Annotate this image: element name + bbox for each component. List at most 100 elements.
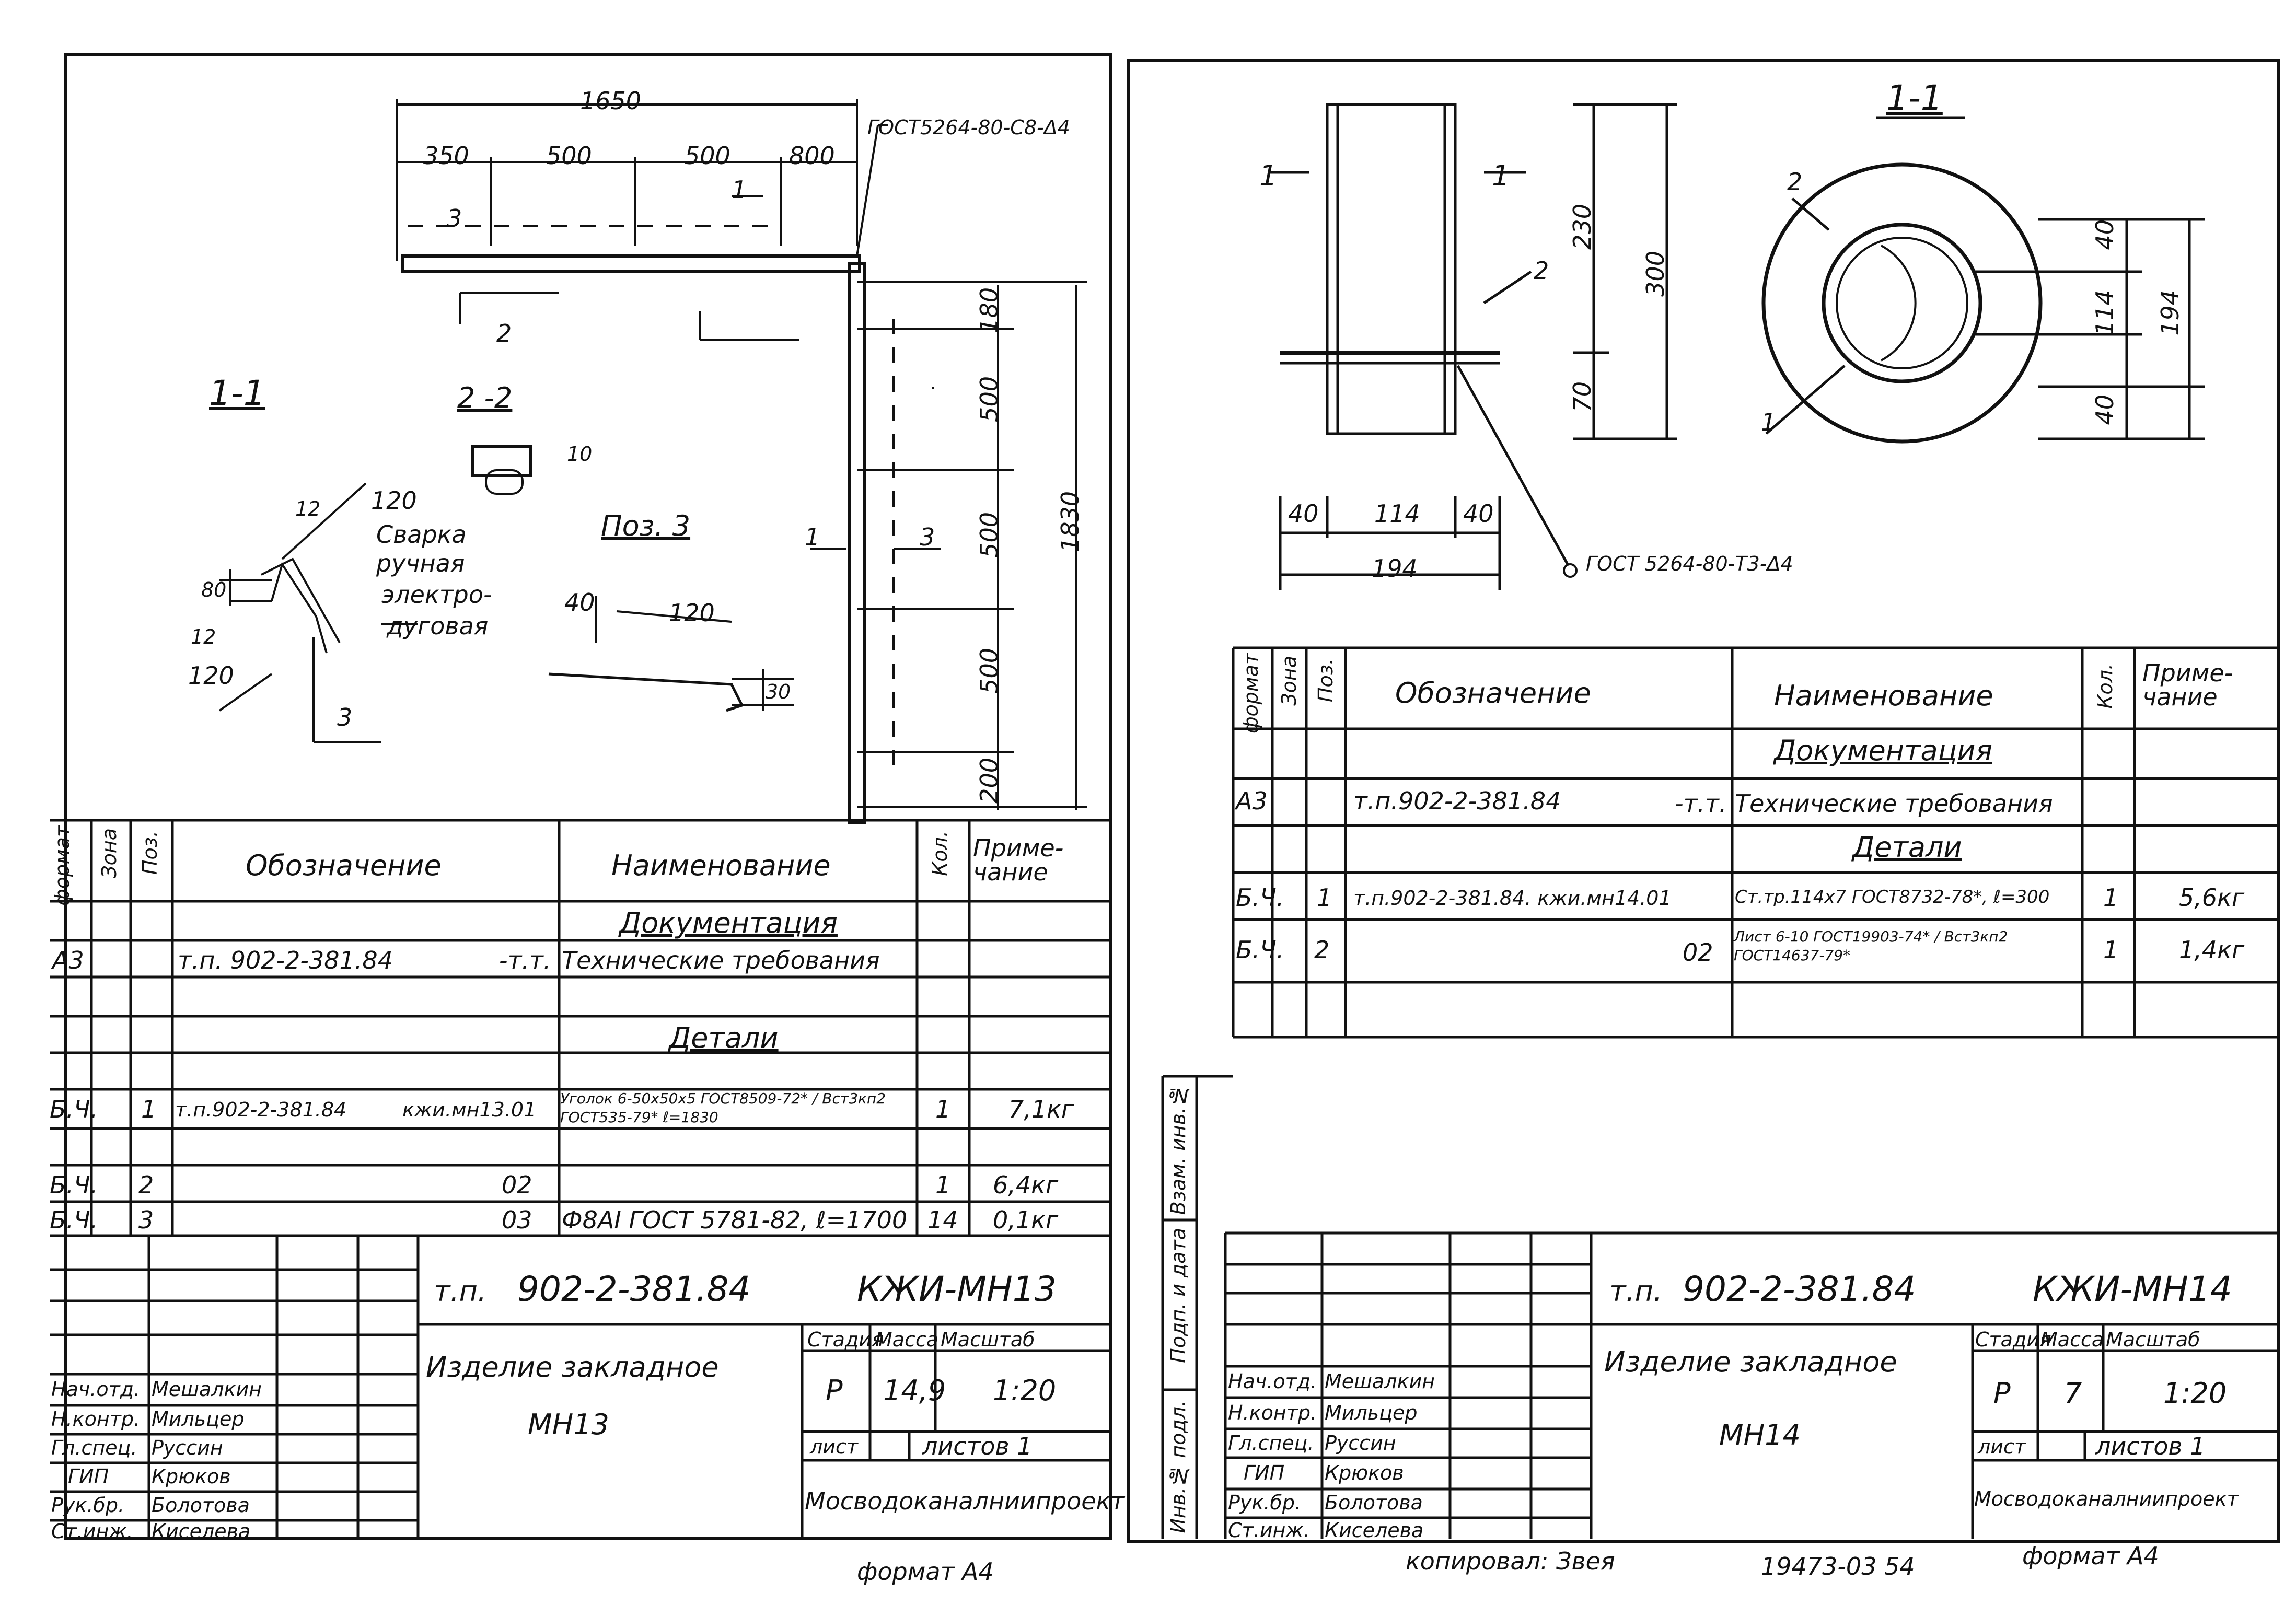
section-parts-title: Детали — [1852, 831, 1962, 864]
pos-label: 1 — [1761, 408, 1777, 436]
weld-note: ручная — [376, 549, 465, 577]
role: Гл.спец. — [1228, 1432, 1314, 1455]
dim-text: 40 — [2091, 219, 2119, 250]
row-pos: 1 — [141, 1095, 157, 1123]
section-1-1-label: 1-1 — [1886, 78, 1943, 118]
person: Руссин — [1325, 1432, 1396, 1455]
archive-number: 19473-03 54 — [1761, 1552, 1915, 1580]
dim-text: 200 — [975, 758, 1003, 804]
dim-text: 40 — [1463, 499, 1494, 528]
row-suffix: 02 — [1683, 938, 1713, 967]
stamp-sign-date: Подп. и дата — [1167, 1228, 1190, 1363]
row-suffix: 03 — [502, 1206, 532, 1234]
col-qty-header: Кол. — [929, 831, 952, 876]
tb-scale-h: Масштаб — [2106, 1328, 2200, 1351]
section-doc-title: Документация — [1774, 734, 1992, 767]
tb-mass-h: Масса — [875, 1328, 939, 1351]
dim-text: 120 — [188, 661, 234, 690]
row-designation: т.п. 902-2-381.84 — [178, 946, 393, 974]
tb-scale: 1:20 — [2163, 1377, 2227, 1410]
tb-mass-h: Масса — [2040, 1328, 2104, 1351]
row-name: Технические требования — [1735, 789, 2053, 818]
row-format: А3 — [1236, 787, 1268, 815]
row-suffix: -т.т. — [1675, 789, 1727, 818]
dim-text: 194 — [1372, 554, 1418, 583]
row-designation: т.п.902-2-381.84 — [175, 1098, 347, 1121]
person: Мильцер — [152, 1408, 245, 1430]
col-qty-header: Кол. — [2094, 664, 2117, 709]
tb-org: Мосводоканалниипроект — [1974, 1487, 2239, 1510]
role: Ст.инж. — [51, 1520, 133, 1543]
row-format: Б.Ч. — [50, 1095, 98, 1123]
row-format: Б.Ч. — [1236, 883, 1284, 912]
row-qty: 14 — [927, 1206, 958, 1234]
col-note-header: Приме-чание — [973, 834, 1064, 886]
row-suffix: -т.т. — [499, 946, 551, 974]
dim-text: 500 — [975, 648, 1003, 694]
pos-label: 3 — [920, 523, 935, 551]
col-format-header: формат — [51, 825, 74, 906]
row-qty: 1 — [2103, 883, 2119, 912]
dim-text: 350 — [423, 142, 469, 170]
dim-text: 10 — [567, 443, 593, 466]
row-pos: 2 — [1314, 936, 1330, 964]
dim-text: 12 — [295, 497, 321, 520]
row-note: 6,4кг — [993, 1171, 1059, 1199]
row-pos: 1 — [1317, 883, 1332, 912]
dim-text: 114 — [1374, 499, 1420, 528]
person: Мильцер — [1325, 1401, 1418, 1424]
section-doc-title: Документация — [619, 906, 838, 939]
person: Киселева — [1325, 1519, 1424, 1542]
row-format: Б.Ч. — [50, 1206, 98, 1234]
col-name-header: Наименование — [1774, 679, 1993, 712]
row-qty: 1 — [935, 1095, 951, 1123]
pos-label: 1 — [732, 176, 747, 204]
dim-text: 40 — [1288, 499, 1319, 528]
tb-sheet: лист — [810, 1435, 859, 1458]
dim-text: 500 — [546, 142, 592, 170]
section-parts-title: Детали — [669, 1021, 779, 1054]
row-format: Б.Ч. — [1236, 936, 1284, 964]
weld-note: Сварка — [376, 520, 467, 549]
row-name: Уголок 6-50х50х5 ГОСТ8509-72* / Вст3кп2 … — [560, 1090, 886, 1126]
pos-label: 1 — [805, 523, 820, 551]
tb-mark: КЖИ-МН13 — [857, 1269, 1057, 1309]
row-name: Ст.тр.114х7 ГОСТ8732-78*, ℓ=300 — [1735, 887, 2050, 908]
role: Гл.спец. — [51, 1436, 137, 1459]
tb-mass: 14,9 — [883, 1374, 946, 1407]
pos-label: 3 — [447, 204, 462, 232]
tb-sub: МН14 — [1719, 1418, 1801, 1451]
tb-stage-h: Стадия — [807, 1328, 884, 1351]
row-note: 0,1кг — [993, 1206, 1059, 1234]
role: ГИП — [1244, 1461, 1285, 1484]
dim-text: 70 — [1568, 381, 1596, 412]
row-format: Б.Ч. — [50, 1171, 98, 1199]
tb-code: т.п. — [1609, 1275, 1663, 1308]
dim-text: 230 — [1568, 204, 1596, 250]
dim-text: 40 — [2091, 394, 2119, 425]
row-qty: 1 — [2103, 936, 2119, 964]
weld-gost-label: ГОСТ5264-80-С8-Δ4 — [867, 116, 1070, 139]
pos-label: 2 — [1787, 168, 1803, 196]
role: Н.контр. — [1228, 1401, 1317, 1424]
pos3-label: Поз. 3 — [601, 509, 691, 542]
copied-label: копировал: Звея — [1406, 1547, 1615, 1575]
col-note-header: Приме-чание — [2142, 659, 2233, 711]
tb-sub: МН13 — [528, 1408, 609, 1441]
col-pos-header: Поз. — [1314, 658, 1337, 703]
row-suffix: кжи.мн13.01 — [402, 1098, 537, 1121]
tb-number: 902-2-381.84 — [1683, 1269, 1916, 1309]
row-suffix: 02 — [502, 1171, 532, 1199]
section-arrow-label: 1 — [1259, 159, 1278, 192]
row-pos: 3 — [138, 1206, 154, 1234]
tb-code: т.п. — [434, 1275, 487, 1308]
person: Крюков — [152, 1465, 231, 1488]
stamp-inv: Инв.№ подл. — [1167, 1400, 1190, 1533]
section-1-1-label: 1-1 — [209, 373, 265, 413]
role: Нач.отд. — [1228, 1370, 1317, 1393]
pos-label: 2 — [496, 319, 512, 347]
tb-sheet: лист — [1978, 1435, 2026, 1458]
row-name: Лист 6-10 ГОСТ19903-74* / Вст3кп2 ГОСТ14… — [1734, 928, 2008, 964]
format-label: формат А4 — [2022, 1542, 2159, 1570]
